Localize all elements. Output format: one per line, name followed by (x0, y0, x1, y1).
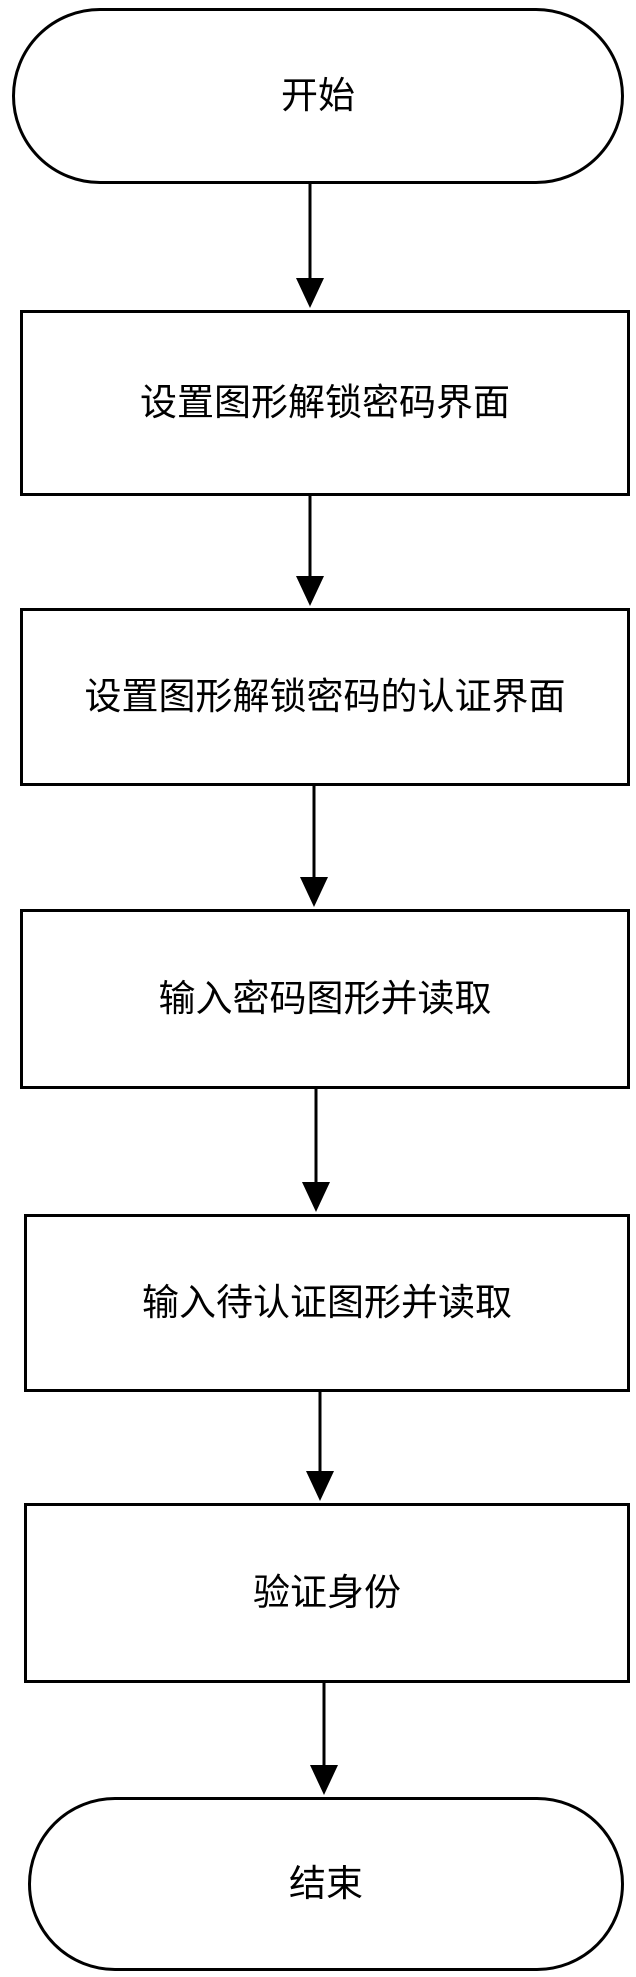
end-terminal-label: 结束 (289, 1862, 363, 1905)
process-step-label: 验证身份 (253, 1571, 401, 1614)
start-terminal-label: 开始 (281, 74, 355, 117)
start-terminal: 开始 (12, 8, 624, 184)
process-step-label: 输入待认证图形并读取 (142, 1281, 512, 1324)
edge-step-5-to-end (310, 1683, 338, 1795)
process-step-label: 设置图形解锁密码的认证界面 (84, 675, 566, 718)
edge-step-4-to-step-5 (306, 1392, 334, 1501)
edge-start-to-step-1 (296, 184, 324, 308)
process-step-set-pattern-password-screen: 设置图形解锁密码界面 (20, 310, 630, 496)
edge-step-1-to-step-2 (296, 496, 324, 606)
process-step-set-authentication-screen: 设置图形解锁密码的认证界面 (20, 608, 630, 786)
edge-step-2-to-step-3 (300, 786, 328, 907)
process-step-input-password-pattern: 输入密码图形并读取 (20, 909, 630, 1089)
process-step-label: 设置图形解锁密码界面 (140, 381, 510, 424)
edge-step-3-to-step-4 (302, 1089, 330, 1212)
end-terminal: 结束 (28, 1797, 624, 1971)
process-step-input-pattern-to-verify: 输入待认证图形并读取 (24, 1214, 630, 1392)
process-step-label: 输入密码图形并读取 (158, 977, 492, 1020)
process-step-verify-identity: 验证身份 (24, 1503, 630, 1683)
